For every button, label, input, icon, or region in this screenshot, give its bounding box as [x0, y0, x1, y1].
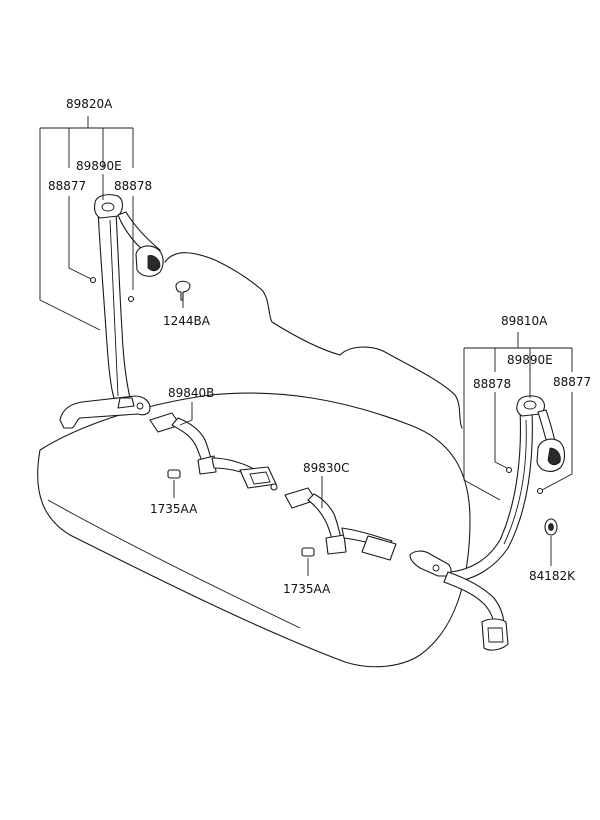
label-rh-88877: 88877: [553, 375, 591, 389]
label-rh-89890e: 89890E: [507, 353, 553, 367]
label-89810a: 89810A: [501, 314, 548, 328]
label-89820a: 89820A: [66, 97, 113, 111]
label-1735aa-center: 1735AA: [283, 582, 331, 596]
lh-small-parts: [89, 276, 191, 303]
rh-seat-belt-assembly: [409, 395, 566, 651]
label-lh-88878: 88878: [114, 179, 152, 193]
label-84182k: 84182K: [529, 569, 576, 583]
label-lh-88877: 88877: [48, 179, 86, 193]
seat-back-outline: [164, 252, 463, 429]
bolts-1735aa: [167, 469, 315, 557]
buckle-lh: [149, 412, 278, 491]
part-labels: 89820A 89890E 88877 88878 1244BA 89840B …: [48, 97, 591, 596]
label-1735aa-lh: 1735AA: [150, 502, 198, 516]
label-1244ba: 1244BA: [163, 314, 211, 328]
label-rh-88878: 88878: [473, 377, 511, 391]
buckle-center: [284, 487, 397, 561]
label-lh-89890e: 89890E: [76, 159, 122, 173]
label-89830c: 89830C: [303, 461, 350, 475]
seat-cushion: [37, 392, 471, 668]
leader-lines: [39, 116, 573, 576]
lh-seat-belt-assembly: [59, 194, 164, 429]
rh-small-parts: [505, 466, 558, 536]
label-89840b: 89840B: [168, 386, 214, 400]
